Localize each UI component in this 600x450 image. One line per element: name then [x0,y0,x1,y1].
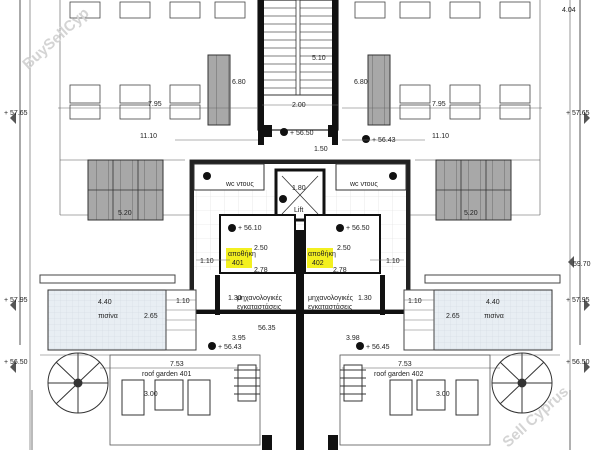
dim-label: 5.10 [312,55,326,62]
ac-units-right [399,84,531,120]
level-label: + 56.45 [366,344,390,351]
dim-label: 2.50 [337,245,351,252]
dim-label: 7.53 [170,361,184,368]
dim-label: 3.00 [436,391,450,398]
level-label: 56.35 [258,325,276,332]
dim-label: 1.10 [408,298,422,305]
pool-edge-left [39,274,176,284]
pool-edge-right [424,274,561,284]
dim-label: 7.95 [432,101,446,108]
room-label-storage-401-number: 401 [232,260,244,267]
garden-furniture-right [340,364,479,416]
dim-label: 7.95 [148,101,162,108]
room-label-mech-left-2: εγκαταστάσεις [237,303,282,311]
room-label-pool-right: πισίνα [484,312,504,320]
dim-label: 2.00 [292,102,306,109]
room-label-wc-right: wc ντους [349,181,378,188]
solar-collector-left [207,54,231,126]
pool-left [47,289,167,351]
dim-label: 3.98 [346,335,360,342]
dim-label: 6.80 [354,79,368,86]
level-label: + 56.50 [4,359,28,366]
level-label: + 56.10 [238,225,262,232]
spiral-stair-left [47,352,109,414]
level-label: + 57.95 [4,297,28,304]
room-label-lift: Lift [294,207,303,214]
dim-label: 1.50 [314,146,328,153]
dim-label: 11.10 [140,133,157,140]
level-label: 59.70 [573,261,591,268]
room-label-storage-402: αποθήκη [308,251,336,258]
column [328,125,338,137]
solar-collector-right [367,54,391,126]
level-label: + 57.65 [566,110,590,117]
room-label-mech-right: μηχανολογικές [308,294,354,302]
dim-label: 4.40 [98,299,112,306]
level-label: + 56.50 [346,225,370,232]
column [262,125,272,137]
garden-furniture-left [121,364,260,416]
dim-label: 2.78 [333,267,347,274]
room-label-mech-right-2: εγκαταστάσεις [308,303,353,311]
dim-label: 1.30 [358,295,372,302]
dim-label: 1.10 [386,258,400,265]
room-label-garden-402: roof garden 402 [374,371,424,378]
dim-label: 1.10 [200,258,214,265]
dim-label: 3.95 [232,335,246,342]
level-markers [10,112,590,373]
room-label-storage-402-number: 402 [312,260,324,267]
level-circles [203,128,397,350]
level-label: + 56.43 [372,137,396,144]
dim-label: 4.04 [562,7,576,14]
level-label: + 56.50 [290,130,314,137]
spiral-stair-right [491,352,553,414]
dim-label: 2.65 [144,313,158,320]
dim-label: 7.53 [398,361,412,368]
room-label-mech-left: μηχανολογικές [237,294,283,302]
dim-label: 2.65 [446,313,460,320]
central-staircase [257,0,339,145]
dim-label: 1.30 [228,295,242,302]
dim-label: 11.10 [432,133,449,140]
dim-label: 4.40 [486,299,500,306]
dim-label: 5.20 [118,210,132,217]
central-core [189,159,411,450]
watermark-bottom-right: Sell Cyprus [499,383,572,450]
room-label-garden-401: roof garden 401 [142,371,192,378]
room-label-pool-left: πισίνα [98,312,118,320]
dim-label: 3.00 [144,391,158,398]
room-label-wc-left: wc ντους [225,181,254,188]
dim-label: 5.20 [464,210,478,217]
dim-label: 2.50 [254,245,268,252]
level-label: + 56.43 [218,344,242,351]
ac-units-left [69,84,201,120]
dim-label: 6.80 [232,79,246,86]
roof-top-elements [69,1,531,19]
dim-label: 1.80 [292,185,306,192]
room-label-storage-401: αποθήκη [228,251,256,258]
level-label: + 57.65 [4,110,28,117]
pool-right [433,289,553,351]
outer-boundary [19,0,581,450]
dim-label: 1.10 [176,298,190,305]
level-label: + 57.95 [566,297,590,304]
dim-label: 2.78 [254,267,268,274]
level-label: + 56.50 [566,359,590,366]
